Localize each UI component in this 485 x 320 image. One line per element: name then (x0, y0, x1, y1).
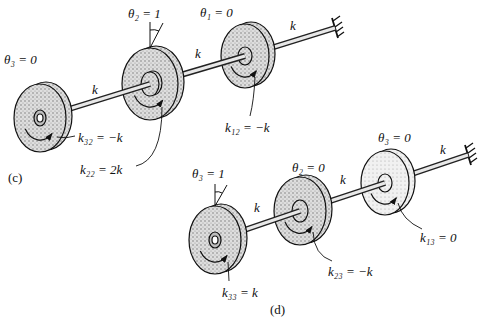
angle-label: θ₂ = 1 (128, 6, 161, 21)
disk (134, 96, 162, 108)
stiffness-coefficient: k₃₃ = k (222, 285, 258, 300)
stiffness-label: k (340, 172, 346, 187)
disk (361, 149, 415, 215)
leader-line (398, 203, 422, 229)
fixed-wall (466, 143, 473, 148)
label-holder: θ₁ = 0 (200, 3, 233, 21)
disk (189, 206, 241, 274)
label-holder: (d) (270, 300, 285, 318)
stiffness-label: k (195, 46, 201, 61)
disk (14, 82, 72, 152)
stiffness-coefficient: k₂₂ = 2k (80, 162, 122, 177)
label-holder: θ₂ = 0 (292, 158, 325, 176)
disk (209, 232, 221, 248)
angle-label: θ₂ = 0 (292, 160, 325, 175)
fixed-wall (468, 148, 475, 153)
label-holder: k (92, 80, 98, 98)
fixed-wall (337, 32, 344, 37)
disk (285, 222, 312, 233)
disk (200, 251, 227, 262)
disk (122, 46, 184, 120)
leader-line (313, 232, 332, 261)
label-holder: k (340, 170, 346, 188)
stiffness-label: k (440, 142, 446, 157)
label-holder: k (254, 198, 260, 216)
disk (25, 129, 52, 140)
stiffness-coefficient: k₁₃ = 0 (420, 230, 457, 245)
label-holder: θ₃ = 1 (192, 164, 225, 182)
rotation-indicator (215, 184, 216, 206)
rotation-indicator (150, 22, 163, 48)
angle-label: θ₃ = 0 (378, 130, 411, 145)
disk (221, 22, 275, 88)
disk (274, 175, 332, 245)
panel-label: (c) (8, 170, 22, 185)
label-holder: k₁₃ = 0 (420, 228, 457, 246)
leader-line (228, 262, 229, 281)
rotation-indicator (215, 192, 222, 193)
label-holder: θ₃ = 0 (4, 50, 37, 68)
panel-label: (d) (270, 302, 285, 317)
label-holder: k (440, 140, 446, 158)
stiffness-coefficient: k₁₂ = −k (225, 120, 270, 135)
leader-line (136, 107, 162, 166)
fixed-wall (470, 158, 477, 163)
label-holder: k₃₂ = −k (78, 128, 123, 146)
rotation-indicator (150, 22, 151, 48)
disk (212, 236, 218, 244)
disk (189, 204, 247, 274)
fixed-wall (336, 27, 343, 32)
disk (231, 67, 256, 77)
angle-label: θ₃ = 1 (192, 166, 225, 181)
label-holder: k₃₃ = k (222, 283, 258, 301)
label-holder: k (290, 16, 296, 34)
rotation-indicator (150, 30, 159, 31)
stiffness-coefficient: k₃₂ = −k (78, 130, 123, 145)
label-holder: k₁₂ = −k (225, 118, 270, 136)
stiffness-label: k (92, 82, 98, 97)
disk (371, 194, 396, 205)
fixed-wall (333, 16, 340, 21)
rotation-indicator (215, 185, 227, 206)
disk (37, 114, 43, 122)
rotation-indicator (150, 23, 163, 48)
leader-line (250, 77, 255, 116)
label-holder: k₂₃ = −k (328, 262, 373, 280)
angle-label: θ₃ = 0 (4, 52, 37, 67)
angle-label: θ₁ = 0 (200, 5, 233, 20)
stiffness-label: k (290, 18, 296, 33)
stiffness-label: k (254, 200, 260, 215)
label-holder: θ₂ = 1 (128, 4, 161, 22)
disk (14, 84, 66, 152)
rotation-indicator (215, 184, 227, 206)
leader-line (57, 136, 75, 138)
label-holder: k (195, 44, 201, 62)
label-holder: k₂₂ = 2k (80, 160, 122, 178)
label-holder: (c) (8, 168, 22, 186)
stiffness-coefficient: k₂₃ = −k (328, 264, 373, 279)
fixed-wall (469, 153, 476, 158)
disk (34, 110, 46, 126)
fixed-wall (335, 22, 342, 27)
label-holder: θ₃ = 0 (378, 128, 411, 146)
